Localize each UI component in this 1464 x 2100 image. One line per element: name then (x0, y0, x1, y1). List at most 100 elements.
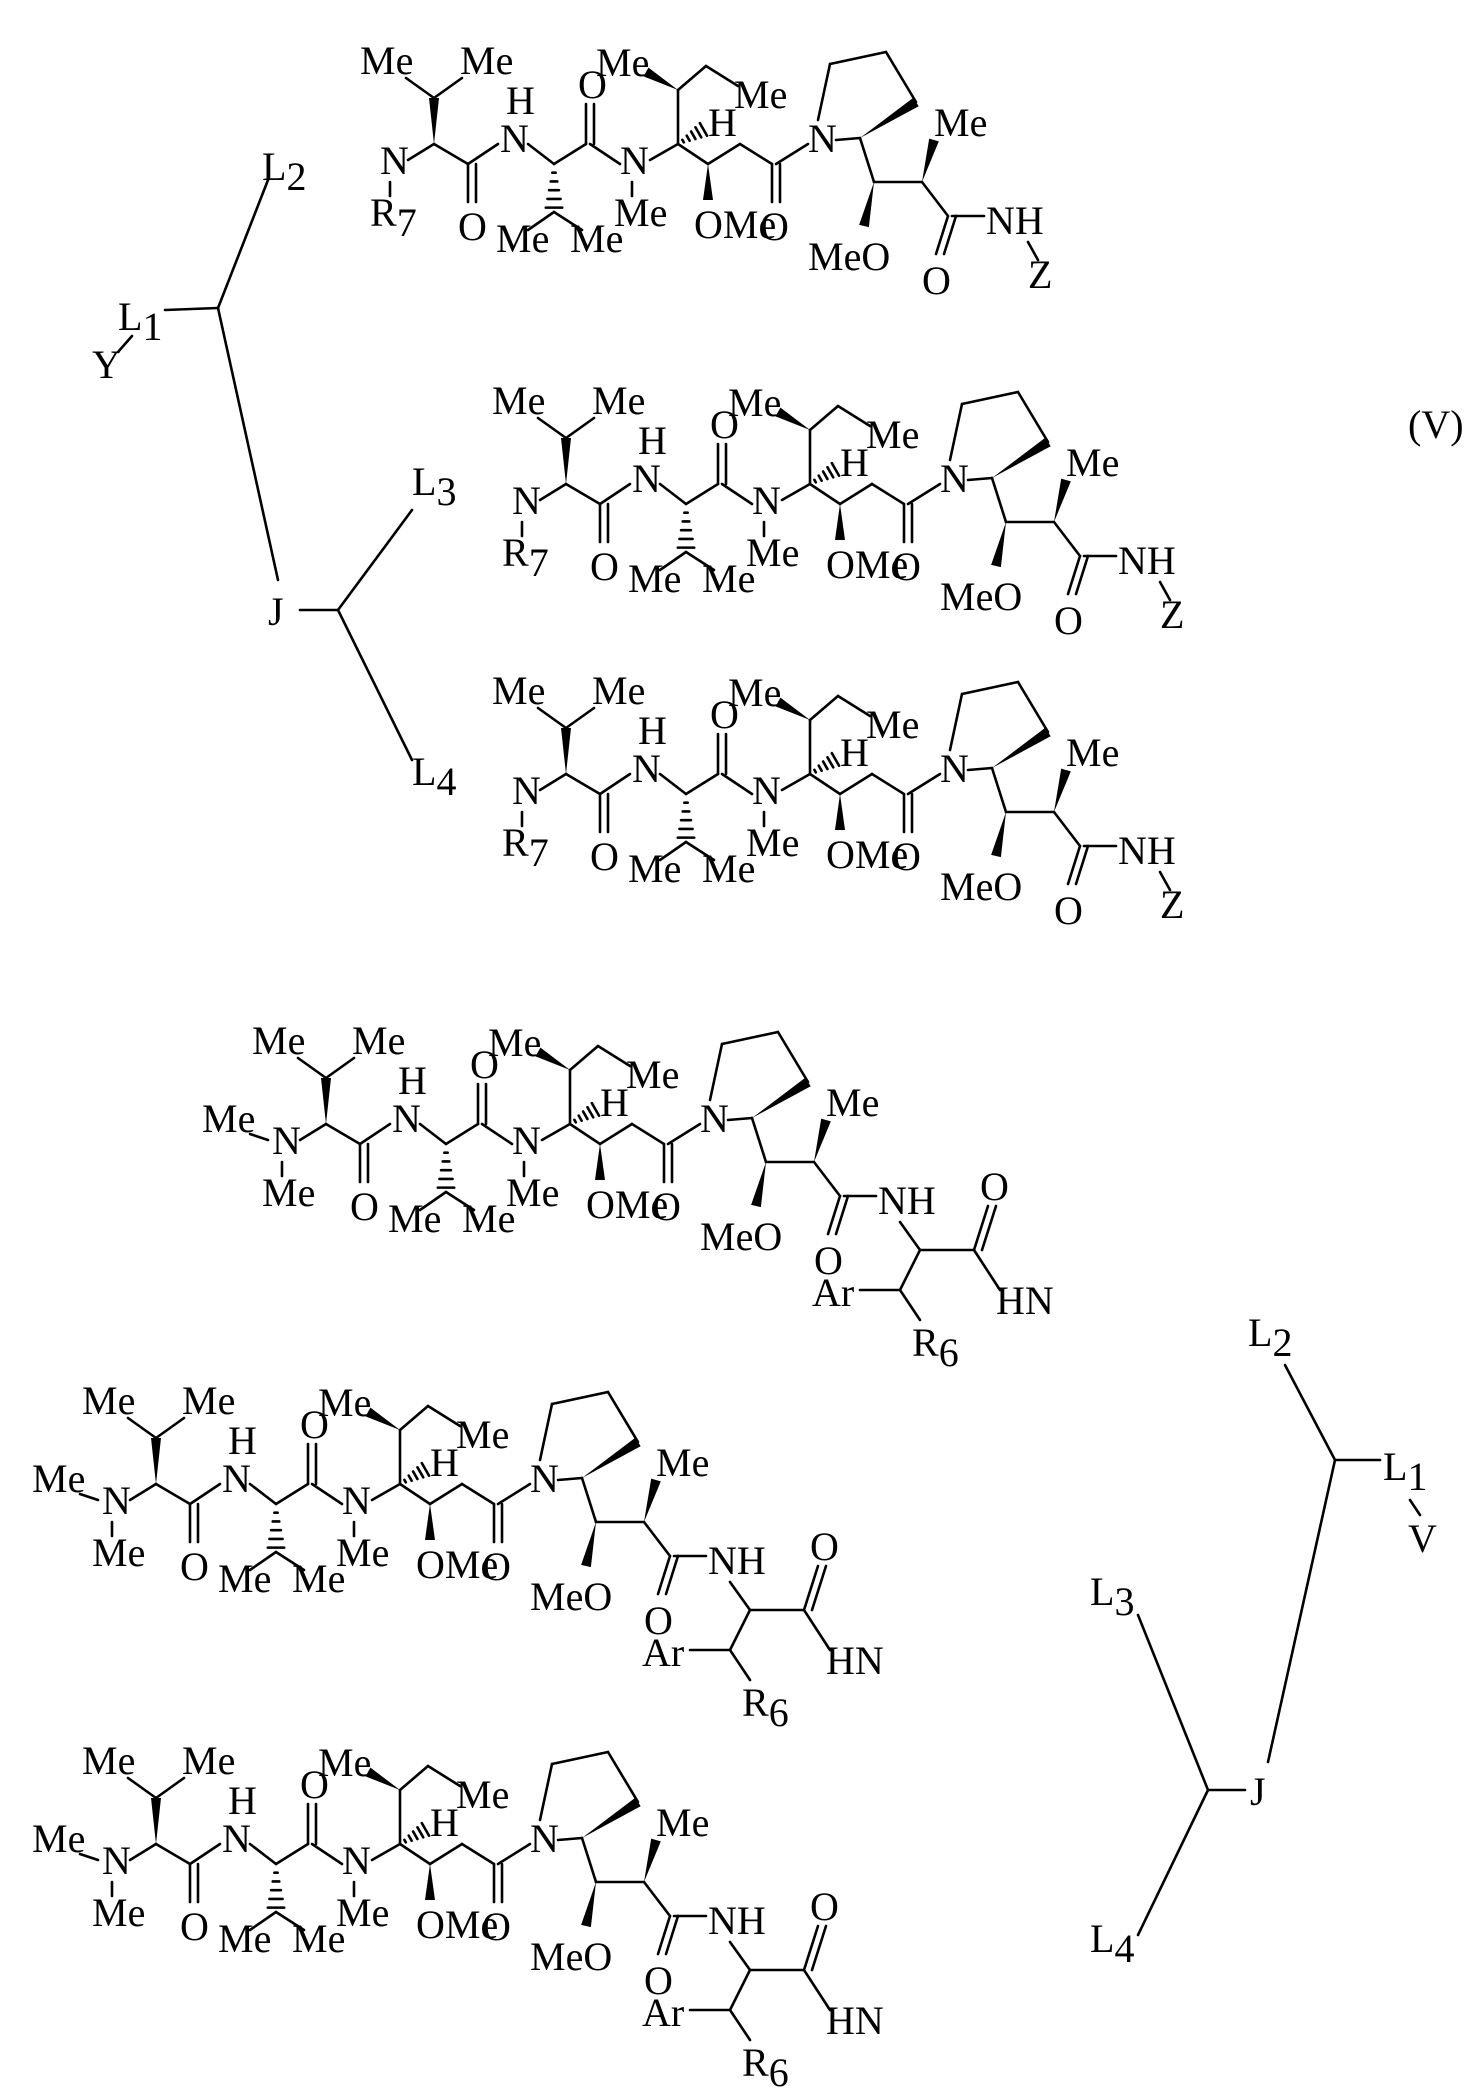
methyl-label: Me (492, 378, 545, 423)
top-unit-2: NR7MeMeONHMeMeONMeHMeMeOMeONMeOMeONHZ (492, 378, 1184, 643)
carbonyl-oxygen: O (922, 258, 951, 303)
amide-hydrogen: H (228, 1778, 257, 1823)
n-methyl-label: Me (92, 1530, 145, 1575)
methyl-label: Me (728, 670, 781, 715)
amide-nitrogen: N (620, 138, 649, 183)
n-methyl-label: Me (506, 1170, 559, 1215)
stereo-hydrogen: H (840, 730, 869, 775)
z-substituent: Z (1028, 252, 1052, 297)
methyl-label: Me (492, 668, 545, 713)
bottom-unit-2: NMeMeMeMeONHMeMeONMeHMeMeOMeONMeOMeONHOA… (32, 1378, 884, 1735)
carbonyl-oxygen: O (1054, 888, 1083, 933)
aryl-label: Ar (642, 1630, 684, 1675)
carbonyl-oxygen: O (1054, 598, 1083, 643)
aryl-label: Ar (642, 1990, 684, 2035)
amide-hn: HN (826, 1998, 884, 2043)
stereo-hydrogen: H (430, 1440, 459, 1485)
methyl-label: Me (218, 1916, 271, 1961)
top-unit-3: NR7MeMeONHMeMeONMeHMeMeOMeONMeOMeONHZ (492, 668, 1184, 933)
n-terminal-nitrogen: N (102, 1838, 131, 1883)
bottom-unit-1: NMeMeMeMeONHMeMeONMeHMeMeOMeONMeOMeONHOA… (202, 1018, 1054, 1375)
carbonyl-oxygen: O (760, 204, 789, 249)
amide-hydrogen: H (638, 418, 667, 463)
methyl-label: Me (456, 1412, 509, 1457)
n-methyl-label: Me (746, 820, 799, 865)
carbonyl-oxygen: O (458, 204, 487, 249)
methyl-label: Me (592, 378, 645, 423)
n-terminal-nitrogen: N (272, 1118, 301, 1163)
methyl-label: Me (360, 38, 413, 83)
methyl-label: Me (626, 1052, 679, 1097)
bottom-linker-tree: L2 L1 V J L3 L4 (1090, 1310, 1437, 1971)
carbonyl-oxygen: O (810, 1884, 839, 1929)
amide-nitrogen: N (752, 478, 781, 523)
linker-l4-bottom: L4 (1090, 1916, 1134, 1971)
n-terminal-nitrogen: N (102, 1478, 131, 1523)
methyl-label: Me (728, 380, 781, 425)
methoxy-label: MeO (700, 1214, 782, 1259)
r7-substituent: R7 (370, 190, 417, 245)
n-terminal-nitrogen: N (380, 138, 409, 183)
linker-l3-top: L3 (412, 459, 456, 514)
pyrrolidine-nitrogen: N (808, 116, 837, 161)
stereo-hydrogen: H (840, 440, 869, 485)
methyl-label: Me (252, 1018, 305, 1063)
stereo-hydrogen: H (600, 1080, 629, 1125)
linker-l1-top: L1 (118, 294, 162, 349)
methyl-label: Me (934, 100, 987, 145)
r6-substituent: R6 (912, 1320, 959, 1375)
methyl-label: Me (1066, 730, 1119, 775)
carbonyl-oxygen: O (652, 1184, 681, 1229)
methyl-label: Me (456, 1772, 509, 1817)
z-substituent: Z (1160, 882, 1184, 927)
r6-substituent: R6 (742, 1680, 789, 1735)
methyl-label: Me (656, 1800, 709, 1845)
carbonyl-oxygen: O (482, 1544, 511, 1589)
n-methyl-label: Me (336, 1890, 389, 1935)
n-methyl-label: Me (614, 190, 667, 235)
aryl-label: Ar (812, 1270, 854, 1315)
methyl-label: Me (866, 702, 919, 747)
carbonyl-oxygen: O (892, 834, 921, 879)
r6-substituent: R6 (742, 2040, 789, 2095)
amide-hydrogen: H (638, 708, 667, 753)
formula-label: (V) (1408, 402, 1464, 447)
amide-hydrogen: H (506, 78, 535, 123)
amide-hn: HN (996, 1278, 1054, 1323)
junction-j-top: J (268, 589, 284, 634)
methyl-label: Me (318, 1740, 371, 1785)
amide-hydrogen: H (228, 1418, 257, 1463)
methoxy-label: MeO (530, 1574, 612, 1619)
r7-substituent: R7 (502, 820, 549, 875)
pyrrolidine-nitrogen: N (530, 1456, 559, 1501)
amide-nitrogen: N (512, 1118, 541, 1163)
amide-nh: NH (708, 1538, 766, 1583)
r7-substituent: R7 (502, 530, 549, 585)
n-methyl-label: Me (32, 1816, 85, 1861)
amide-hn: HN (826, 1638, 884, 1683)
methyl-label: Me (1066, 440, 1119, 485)
group-v: V (1408, 1516, 1437, 1561)
n-terminal-nitrogen: N (512, 478, 541, 523)
methoxy-label: MeO (940, 864, 1022, 909)
methyl-label: Me (488, 1020, 541, 1065)
methyl-label: Me (628, 846, 681, 891)
z-substituent: Z (1160, 592, 1184, 637)
amide-nitrogen: N (342, 1478, 371, 1523)
methyl-label: Me (826, 1080, 879, 1125)
n-methyl-label: Me (32, 1456, 85, 1501)
linker-l2-bottom: L2 (1248, 1310, 1292, 1365)
methyl-label: Me (734, 72, 787, 117)
n-methyl-label: Me (262, 1170, 315, 1215)
stereo-hydrogen: H (430, 1800, 459, 1845)
methyl-label: Me (866, 412, 919, 457)
linker-l2-top: L2 (262, 144, 306, 199)
methyl-label: Me (82, 1378, 135, 1423)
bottom-unit-3: NMeMeMeMeONHMeMeONMeHMeMeOMeONMeOMeONHOA… (32, 1738, 884, 2095)
carbonyl-oxygen: O (180, 1544, 209, 1589)
methyl-label: Me (218, 1556, 271, 1601)
stereo-hydrogen: H (708, 100, 737, 145)
methyl-label: Me (182, 1378, 235, 1423)
pyrrolidine-nitrogen: N (700, 1096, 729, 1141)
carbonyl-oxygen: O (590, 544, 619, 589)
